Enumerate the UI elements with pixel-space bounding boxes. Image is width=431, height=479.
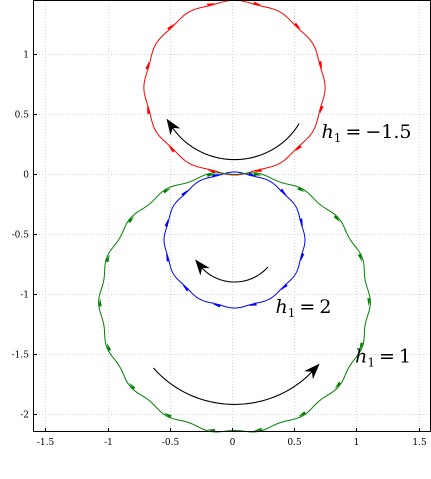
orbit-direction-marker [298, 411, 306, 417]
orbit-direction-marker [297, 186, 306, 193]
y-tick-label: -1.5 [12, 351, 30, 361]
orbit-direction-marker [168, 145, 176, 153]
rotation-arrow-head [304, 363, 320, 380]
orbit-direction-marker [253, 172, 262, 176]
orbit-direction-marker [182, 284, 190, 292]
orbit-direction-marker [127, 216, 135, 224]
orbit-direction-marker [367, 298, 371, 307]
rotation-arrow-head [195, 259, 210, 276]
orbit-direction-marker [334, 381, 342, 389]
orbit-direction-marker [248, 302, 257, 306]
orbit-direction-marker [253, 168, 262, 173]
x-tick-label: -1.5 [37, 438, 55, 448]
orbit-direction-marker [319, 105, 324, 114]
annotations: h1=−1.5 h1=2 h1=1 [276, 121, 412, 369]
rotation-arrow-arc [169, 123, 300, 161]
orbit-direction-marker [294, 144, 302, 152]
x-tick-label: 1.5 [412, 438, 427, 448]
orbit-direction-marker [106, 342, 112, 352]
orbit-direction-marker [181, 189, 189, 197]
orbit-direction-marker [357, 253, 363, 262]
orbit-direction-marker [293, 22, 301, 30]
orbit-direction-marker [212, 174, 221, 178]
series-annotation: h1=−1.5 [322, 121, 412, 145]
orbit-direction-marker [98, 298, 102, 307]
orbit-direction-marker [146, 106, 151, 115]
orbit-direction-marker [145, 61, 150, 70]
x-tick-label: 0.5 [287, 438, 302, 448]
orbit-direction-marker [300, 253, 305, 262]
orbit-direction-marker [167, 23, 175, 31]
orbit-direction-marker [280, 283, 288, 291]
orbit-direction-marker [299, 218, 303, 227]
orbit-series-line [98, 172, 371, 433]
x-tick-label: -1 [104, 438, 113, 448]
y-tick-label: 1 [23, 51, 29, 61]
orbit-direction-marker [164, 218, 169, 227]
orbit-direction-marker [212, 303, 221, 308]
x-tick-label: 1 [354, 438, 360, 448]
y-tick-label: -2 [20, 411, 29, 421]
orbit-direction-marker [207, 3, 216, 7]
y-tick-label: -1 [20, 291, 29, 301]
rotation-arrow-arc [198, 263, 269, 283]
x-tick-label: -0.5 [162, 438, 180, 448]
orbit-direction-marker [105, 254, 110, 263]
orbit-direction-marker [206, 173, 216, 178]
axis-ticks: -1.5 -1 -0.5 0 0.5 1 1.5 1 0.5 0 -0.5 -1 -1.5 -2 [12, 51, 427, 449]
orbit-series-line [143, 0, 326, 176]
orbit-direction-marker [279, 188, 287, 196]
rotation-arrow-arc [153, 367, 316, 405]
orbit-curves [98, 0, 371, 433]
orbit-direction-marker [166, 253, 170, 262]
orbit-direction-marker [359, 342, 364, 351]
series-annotation: h1=1 [355, 345, 411, 369]
orbit-direction-marker [318, 60, 323, 70]
orbit-direction-marker [253, 1, 262, 6]
x-tick-label: 0 [230, 438, 236, 448]
orbit-direction-marker [333, 215, 341, 223]
orbit-direction-marker [163, 412, 172, 418]
rotation-arrow-head [166, 118, 181, 136]
orbit-series-line [163, 171, 306, 309]
y-tick-label: 0.5 [15, 111, 30, 121]
orbit-direction-marker [253, 427, 263, 431]
series-annotation: h1=2 [276, 296, 332, 320]
orbit-direction-marker [128, 382, 136, 390]
y-tick-label: 0 [23, 171, 29, 181]
y-tick-label: -0.5 [12, 231, 30, 241]
rotation-arrows [153, 118, 320, 405]
orbit-direction-marker [163, 188, 171, 194]
